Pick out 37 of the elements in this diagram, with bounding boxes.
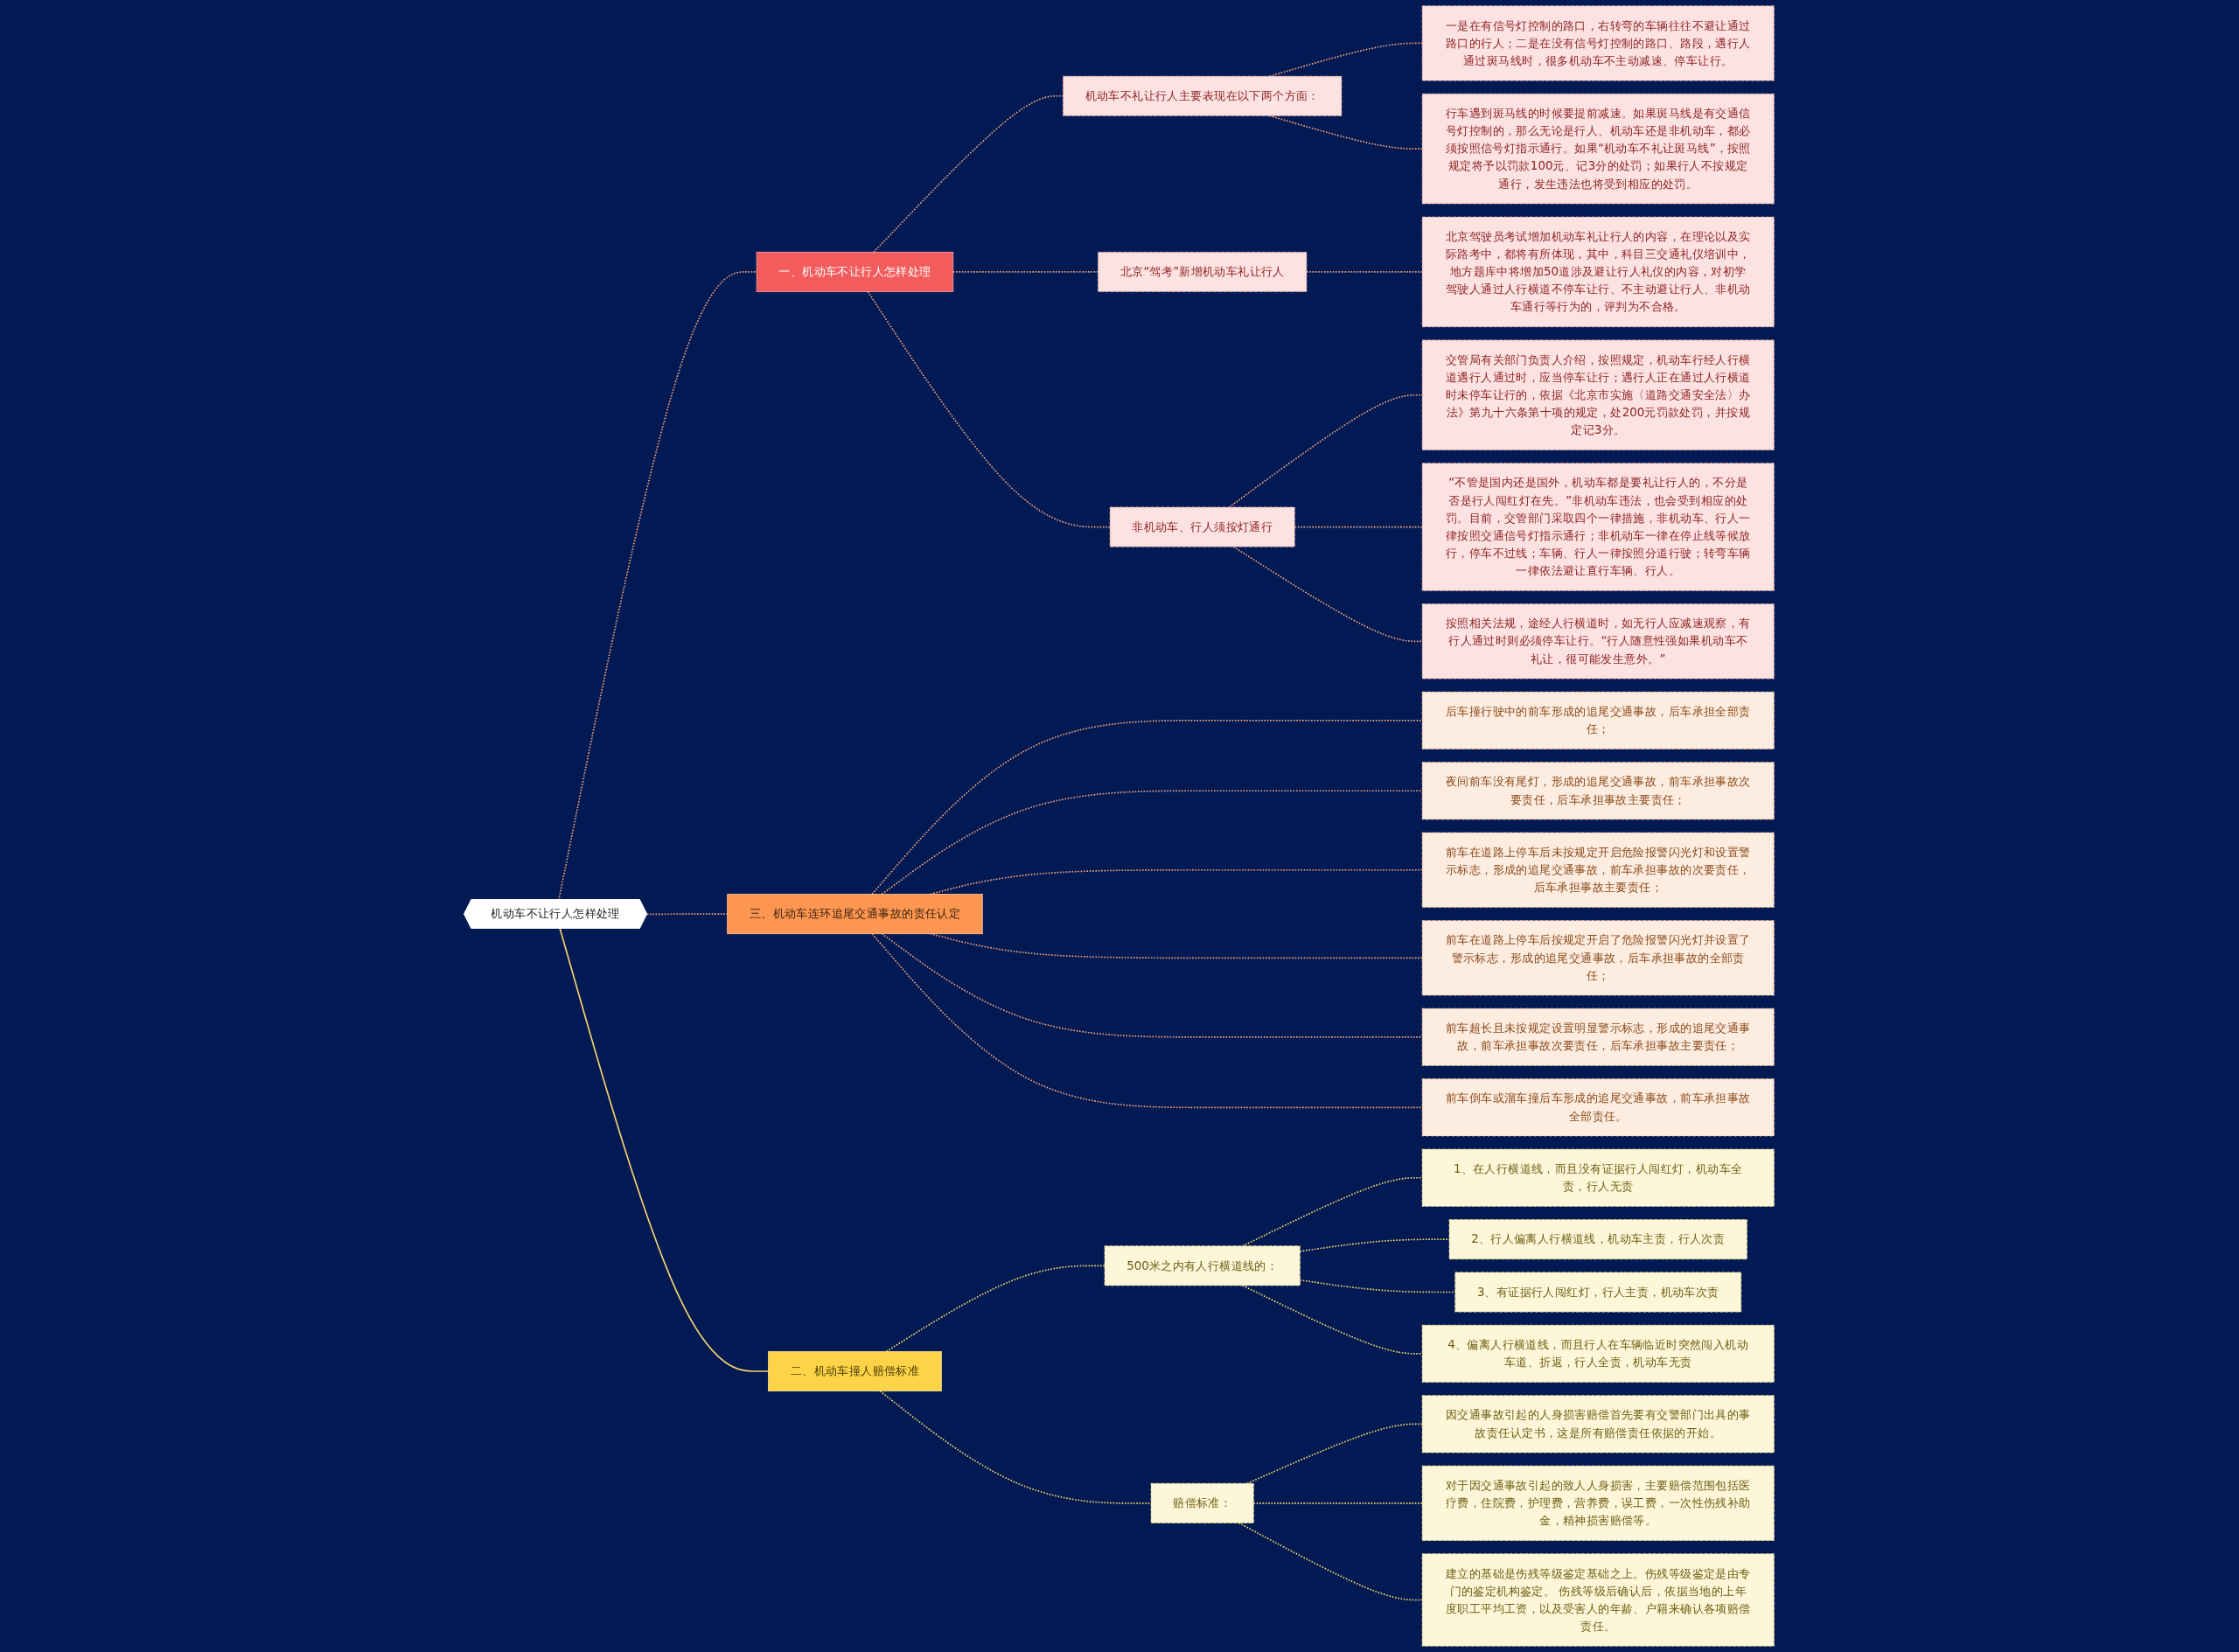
node-box: 后车撞行驶中的前车形成的追尾交通事故，后车承担全部责任； (1422, 691, 1775, 749)
node-box: 北京驾驶员考试增加机动车礼让行人的内容，在理论以及实际路考中，都将有所体现，其中，科目三交通礼仪培训中，地方题库中将增加50道涉及避让行人礼仪的内容，对初学驾驶人通过人行横道不停车让行、不主动避让行人、非机动车通行等行为的，评判为不合格。 (1422, 216, 1775, 328)
node-box: “不管是国内还是国外，机动车都是要礼让行人的，不分是否是行人闯红灯在先。”非机动车违法，也会受到相应的处罚。目前，交管部门采取四个一律措施，非机动车、行人一律按照交通信号灯指示通行；非机动车一律在停止线等候放行，停车不过线；车辆、行人一律按照分道行驶；转弯车辆一律依法避让直行车辆、行人。 (1422, 463, 1775, 591)
connector (1246, 1423, 1424, 1485)
node-box: 一是在有信号灯控制的路口，右转弯的车辆往往不避让通过路口的行人；二是在没有信号灯控制的路口、路段，遇行人通过斑马线时，很多机动车不主动减速、停车让行。 (1422, 5, 1775, 81)
node-box: 前车倒车或溜车撞后车形成的追尾交通事故，前车承担事故全部责任。 (1422, 1078, 1775, 1137)
connector (871, 932, 1424, 1109)
connector (1253, 1502, 1424, 1504)
node-box: 前车在道路上停车后按规定开启了危险报警闪光灯并设置了警示标志，形成的追尾交通事故，后车承担事故的全部责任； (1422, 920, 1775, 996)
node-box: 3、有证据行人闯红灯，行人主责，机动车次责 (1454, 1272, 1742, 1313)
connector (1269, 115, 1424, 150)
node-box: 对于因交通事故引起的致人人身损害，主要赔偿范围包括医疗费，住院费，护理费，营养费，误工费，一次性伤残补助金，精神损害赔偿等。 (1422, 1465, 1775, 1541)
node-box: 2、行人偏离人行横道线，机动车主责，行人次责 (1449, 1219, 1748, 1260)
connector (867, 290, 1112, 528)
connector (559, 928, 770, 1372)
node-box: 交管局有关部门负责人介绍，按照规定，机动车行经人行横道遇行人通过时，应当停车让行；遇行人正在通过人行横道时未停车让行的，依据《北京市实施〈道路交通安全法〉办法》第九十六条第十项的规定，处200元罚款处罚，并按规定记3分。 (1422, 339, 1775, 450)
node-box: 三、机动车连环追尾交通事故的责任认定 (727, 894, 984, 935)
connector (886, 1265, 1106, 1353)
node-box: 按照相关法规，途经人行横道时，如无行人应减速观察，有行人通过时则必须停车让行。“行人随意性强如果机动车不礼让，很可能发生意外。” (1422, 603, 1775, 680)
node-box: 建立的基础是伤残等级鉴定基础之上。伤残等级鉴定是由专门的鉴定机构鉴定。 伤残等级后确认后，依据当地的上年度职工平均工资，以及受害人的年龄、户籍来确认各项赔偿责任。 (1422, 1553, 1775, 1647)
node-box: 二、机动车撞人赔偿标准 (768, 1350, 943, 1392)
node-box: 前车超长且未按规定设置明显警示标志，形成的追尾交通事故，前车承担事故次要责任，后车承担事故主要责任； (1422, 1007, 1775, 1066)
node-box: 夜间前车没有尾灯，形成的追尾交通事故，前车承担事故次要责任，后车承担事故主要责任； (1422, 762, 1775, 820)
node-box: 因交通事故引起的人身损害赔偿首先要有交警部门出具的事故责任认定书，这是所有赔偿责任依据的开始。 (1422, 1395, 1775, 1453)
node-box: 非机动车、行人须按灯通行 (1110, 506, 1296, 547)
node-box: 行车遇到斑马线的时候要提前减速。如果斑马线是有交通信号灯控制的，那么无论是行人、机动车还是非机动车，都必须按照信号灯指示通行。如果“机动车不礼让斑马线”，按照规定将予以罚款100元、记3分的处罚；如果行人不按规定通行，发生违法也将受到相应的处罚。 (1422, 93, 1775, 205)
connector (871, 719, 1424, 896)
node-box: 一、机动车不让行人怎样处理 (757, 251, 954, 292)
node-box: 赔偿标准： (1151, 1482, 1255, 1523)
connector (1232, 546, 1424, 643)
node-box: 北京“驾考”新增机动车礼让行人 (1098, 251, 1308, 292)
node-box: 500米之内有人行横道线的： (1105, 1245, 1301, 1286)
node-box: 1、在人行横道线，而且没有证据行人闯红灯，机动车全责，行人无责 (1422, 1148, 1775, 1207)
node-box: 前车在道路上停车后未按规定开启危险报警闪光灯和设置警示标志，形成的追尾交通事故，前车承担事故的次要责任，后车承担事故主要责任； (1422, 832, 1775, 908)
node-box: 机动车不礼让行人主要表现在以下两个方面： (1063, 75, 1343, 116)
node-box: 4、偏离人行横道线，而且行人在车辆临近时突然闯入机动车道、折返，行人全责，机动车无责 (1422, 1324, 1775, 1383)
connector (646, 913, 729, 916)
